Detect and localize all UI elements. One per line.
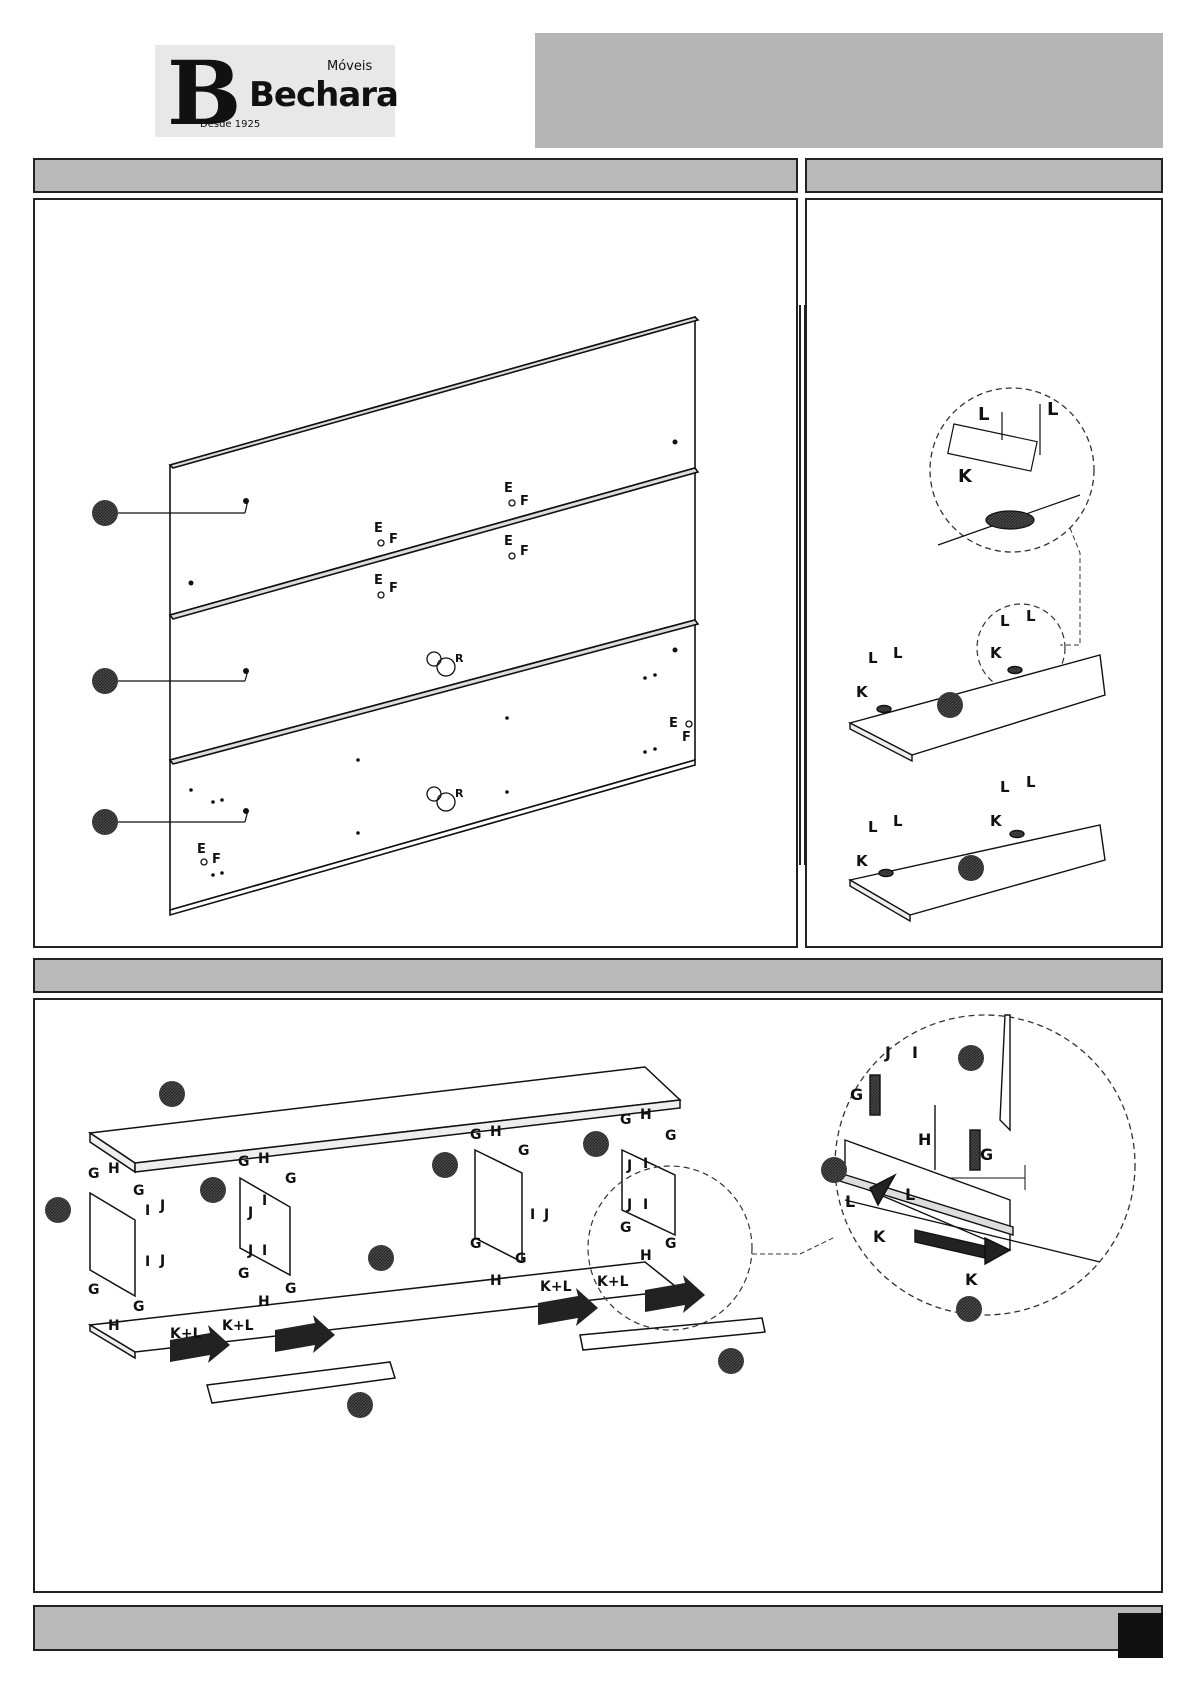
label-E: E <box>504 534 513 549</box>
label-H: H <box>490 1273 502 1289</box>
label-K: K <box>958 466 973 487</box>
label-H: H <box>108 1318 120 1334</box>
label-J: J <box>159 1198 165 1214</box>
label-J: J <box>626 1197 632 1213</box>
label-I: I <box>262 1193 267 1209</box>
label-I: I <box>262 1243 267 1259</box>
label-H: H <box>108 1161 120 1177</box>
label-G: G <box>238 1154 250 1170</box>
label-F: F <box>212 852 221 867</box>
label-I: I <box>530 1207 535 1223</box>
back-panel-assembly <box>170 317 698 915</box>
label-F: F <box>389 581 398 596</box>
label-G: G <box>620 1220 632 1236</box>
label-K: K <box>965 1270 978 1289</box>
label-K-plus-L: K+L <box>170 1326 202 1342</box>
label-L: L <box>1026 607 1036 625</box>
label-E: E <box>504 481 513 496</box>
label-K: K <box>873 1227 886 1246</box>
label-H: H <box>640 1107 652 1123</box>
label-E: E <box>669 716 678 731</box>
label-F: F <box>520 544 529 559</box>
label-K: K <box>856 683 869 701</box>
label-G: G <box>518 1143 530 1159</box>
label-L: L <box>1047 399 1058 420</box>
label-J: J <box>247 1243 253 1259</box>
label-G: G <box>665 1128 677 1144</box>
label-H: H <box>490 1124 502 1140</box>
label-J: J <box>543 1207 549 1223</box>
label-K: K <box>990 644 1003 662</box>
label-K: K <box>856 852 869 870</box>
label-G: G <box>285 1281 297 1297</box>
label-G: G <box>133 1183 145 1199</box>
label-G: G <box>238 1266 250 1282</box>
label-J: J <box>626 1158 632 1174</box>
label-I: I <box>145 1203 150 1219</box>
label-G: G <box>133 1299 145 1315</box>
label-H: H <box>640 1248 652 1264</box>
label-K-plus-L: K+L <box>540 1279 572 1295</box>
label-J: J <box>159 1253 165 1269</box>
label-K-plus-L: K+L <box>222 1318 254 1334</box>
label-G: G <box>515 1251 527 1267</box>
label-J: J <box>884 1043 891 1062</box>
label-R: R <box>455 652 464 665</box>
label-G: G <box>620 1112 632 1128</box>
label-L: L <box>905 1185 915 1204</box>
label-E: E <box>197 842 206 857</box>
label-E: E <box>374 573 383 588</box>
label-H: H <box>258 1294 270 1310</box>
label-G: G <box>980 1145 993 1164</box>
label-I: I <box>643 1197 648 1213</box>
label-I: I <box>145 1254 150 1270</box>
label-G: G <box>470 1127 482 1143</box>
label-L: L <box>893 812 903 830</box>
label-L: L <box>868 649 878 667</box>
label-L: L <box>1026 773 1036 791</box>
label-L: L <box>1000 612 1010 630</box>
label-H: H <box>918 1130 931 1149</box>
label-L: L <box>893 644 903 662</box>
label-G: G <box>850 1085 863 1104</box>
label-L: L <box>845 1192 855 1211</box>
label-G: G <box>665 1236 677 1252</box>
label-F: F <box>520 494 529 509</box>
label-L: L <box>978 404 989 425</box>
label-F: F <box>682 730 691 745</box>
label-J: J <box>247 1205 253 1221</box>
label-E: E <box>374 521 383 536</box>
label-G: G <box>470 1236 482 1252</box>
label-G: G <box>285 1171 297 1187</box>
label-K-plus-L: K+L <box>597 1274 629 1290</box>
label-G: G <box>88 1166 100 1182</box>
label-H: H <box>258 1151 270 1167</box>
label-I: I <box>912 1043 918 1062</box>
label-L: L <box>1000 778 1010 796</box>
label-L: L <box>868 818 878 836</box>
label-F: F <box>389 532 398 547</box>
label-G: G <box>88 1282 100 1298</box>
label-K: K <box>990 812 1003 830</box>
label-R: R <box>455 787 464 800</box>
